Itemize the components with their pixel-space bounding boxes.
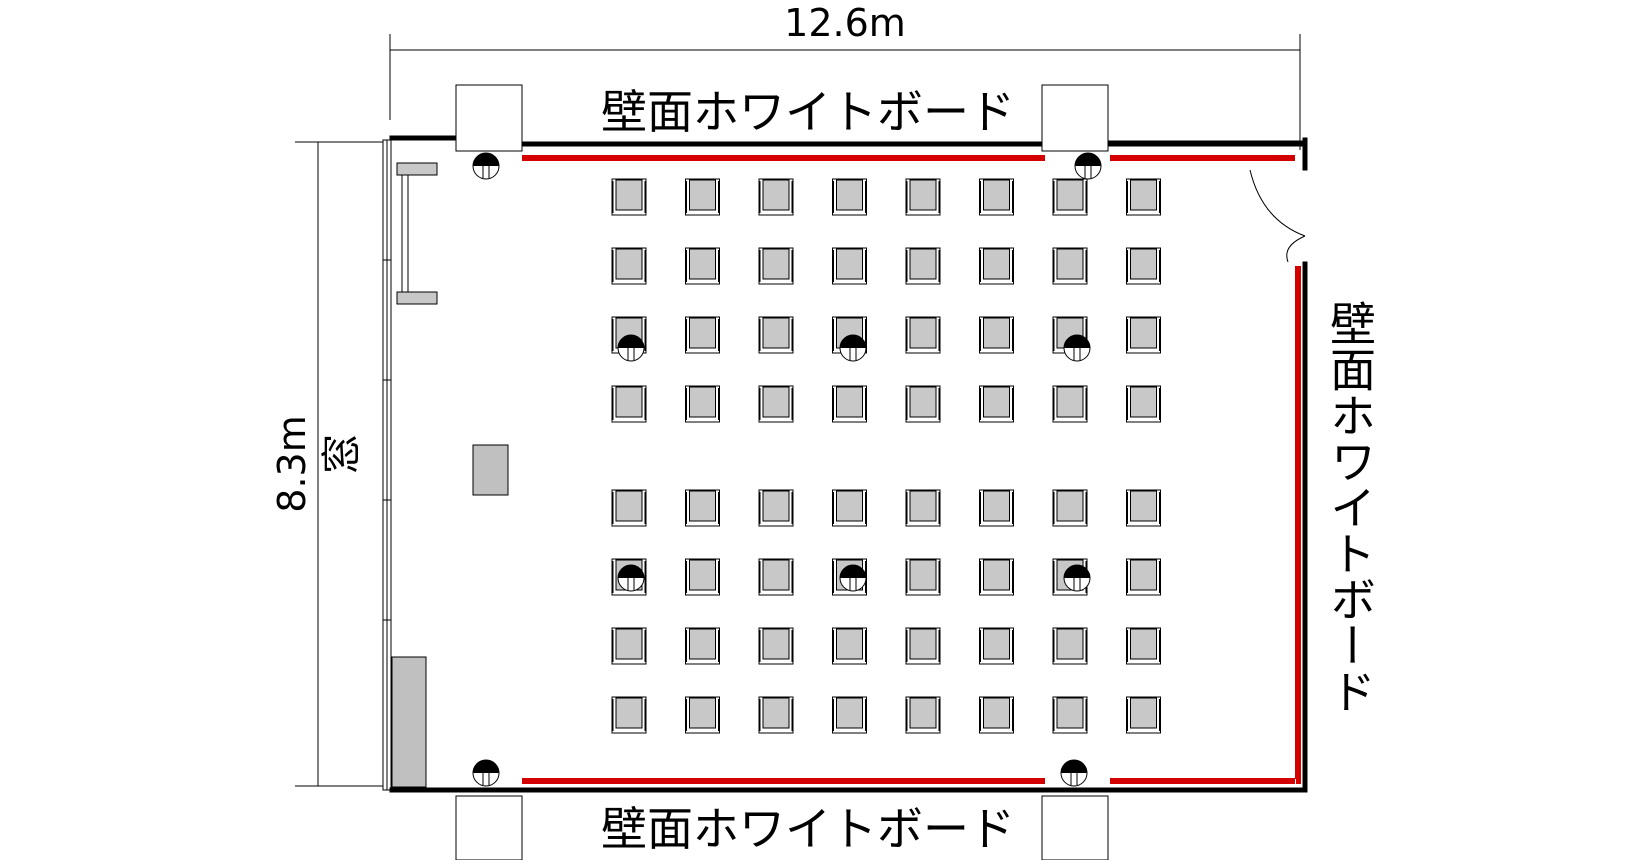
lectern: [396, 162, 438, 305]
ceiling-light: [839, 564, 867, 592]
chair: [905, 696, 941, 734]
height-dimension-label: 8.3m: [270, 415, 314, 512]
ceiling-light: [617, 564, 645, 592]
chair: [1126, 247, 1161, 285]
ceiling-light: [839, 334, 867, 362]
chair: [905, 489, 941, 527]
chair: [685, 385, 720, 423]
chair: [1126, 627, 1161, 665]
chair: [758, 385, 794, 423]
chair: [1052, 627, 1088, 665]
ceiling-light: [472, 759, 500, 787]
pillar: [455, 795, 523, 861]
chair: [611, 178, 647, 216]
chair: [1052, 696, 1088, 734]
chair: [979, 558, 1014, 596]
chair: [979, 247, 1014, 285]
width-dimension-label: 12.6m: [784, 1, 906, 45]
pillar: [455, 84, 523, 152]
chair: [1126, 385, 1161, 423]
pillars: [455, 84, 1109, 861]
chair: [979, 627, 1014, 665]
chair: [1126, 558, 1161, 596]
cabinet: [391, 656, 427, 788]
chair: [611, 247, 647, 285]
chair: [758, 247, 794, 285]
chair: [905, 178, 941, 216]
chair: [832, 489, 867, 527]
whiteboards: [522, 155, 1301, 784]
ceiling-light: [1060, 759, 1088, 787]
chair: [685, 627, 720, 665]
chair: [685, 247, 720, 285]
chair: [611, 627, 647, 665]
chair: [979, 489, 1014, 527]
chair: [611, 696, 647, 734]
chair: [1126, 696, 1161, 734]
chair: [685, 558, 720, 596]
window: [382, 139, 392, 791]
chair: [1126, 316, 1161, 354]
chair: [758, 696, 794, 734]
chair: [905, 558, 941, 596]
right-whiteboard-label: 壁面ホワイトボード: [1323, 300, 1377, 714]
chair: [758, 558, 794, 596]
chair: [611, 385, 647, 423]
ceiling-fixtures: [472, 152, 1102, 787]
chair: [758, 178, 794, 216]
top-whiteboard-label: 壁面ホワイトボード: [601, 85, 1015, 139]
pillar: [1041, 84, 1109, 152]
chair: [905, 385, 941, 423]
chair: [1126, 489, 1161, 527]
window-label: 窓: [319, 434, 365, 474]
chair: [832, 696, 867, 734]
chair: [832, 178, 867, 216]
chair: [979, 385, 1014, 423]
chair: [832, 385, 867, 423]
ceiling-light: [617, 334, 645, 362]
chair: [685, 489, 720, 527]
chair: [979, 178, 1014, 216]
height-dimension: [295, 141, 385, 787]
chair: [758, 489, 794, 527]
chair: [758, 316, 794, 354]
podium: [472, 444, 509, 496]
chair: [1126, 178, 1161, 216]
chair: [832, 247, 867, 285]
ceiling-light: [1074, 152, 1102, 180]
ceiling-light: [1063, 564, 1091, 592]
chair: [905, 627, 941, 665]
bottom-whiteboard-label: 壁面ホワイトボード: [601, 802, 1015, 856]
chair: [611, 489, 647, 527]
pillar: [1041, 795, 1109, 861]
chair: [758, 627, 794, 665]
chair: [1052, 178, 1088, 216]
chair: [905, 316, 941, 354]
chair: [1052, 489, 1088, 527]
chair: [905, 247, 941, 285]
width-dimension: [389, 34, 1301, 150]
door: [1249, 169, 1306, 263]
chair: [979, 696, 1014, 734]
ceiling-light: [1063, 334, 1091, 362]
chair: [832, 627, 867, 665]
chair-grid: [611, 178, 1161, 734]
chair: [1052, 247, 1088, 285]
chair: [979, 316, 1014, 354]
chair: [1052, 385, 1088, 423]
chair: [685, 696, 720, 734]
walls: [389, 135, 1308, 793]
chair: [685, 316, 720, 354]
ceiling-light: [472, 152, 500, 180]
chair: [685, 178, 720, 216]
